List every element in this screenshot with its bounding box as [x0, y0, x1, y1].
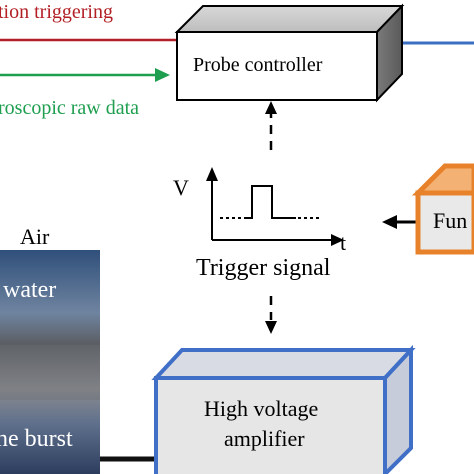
raw-data-arrow	[0, 68, 170, 82]
v-axis-arrowhead	[206, 167, 218, 181]
burst-label: ne burst	[0, 426, 73, 452]
v-axis-label: V	[173, 175, 189, 200]
trigger-to-controller-arrow	[265, 101, 277, 150]
function-to-trigger-arrow	[382, 215, 418, 229]
t-axis-arrowhead	[331, 234, 344, 246]
water-label: water	[3, 277, 57, 303]
raw-data-label: roscopic raw data	[0, 97, 140, 119]
triggering-label: tion triggering	[0, 1, 113, 23]
t-axis-label: t	[340, 230, 347, 255]
pulse-waveform	[246, 185, 296, 219]
function-generator-box	[411, 163, 474, 255]
probe-controller-box	[174, 3, 405, 103]
water-tank-image	[0, 250, 100, 474]
air-label: Air	[20, 224, 50, 249]
trigger-signal-plot	[206, 167, 344, 246]
function-box-label: Fun	[433, 208, 468, 233]
amplifier-label-line2: amplifier	[224, 426, 305, 451]
amplifier-box	[151, 344, 416, 474]
trigger-signal-label: Trigger signal	[196, 255, 331, 281]
probe-controller-label: Probe controller	[193, 54, 323, 76]
amplifier-label-line1: High voltage	[204, 396, 319, 421]
trigger-to-amplifier-arrow	[265, 296, 277, 334]
